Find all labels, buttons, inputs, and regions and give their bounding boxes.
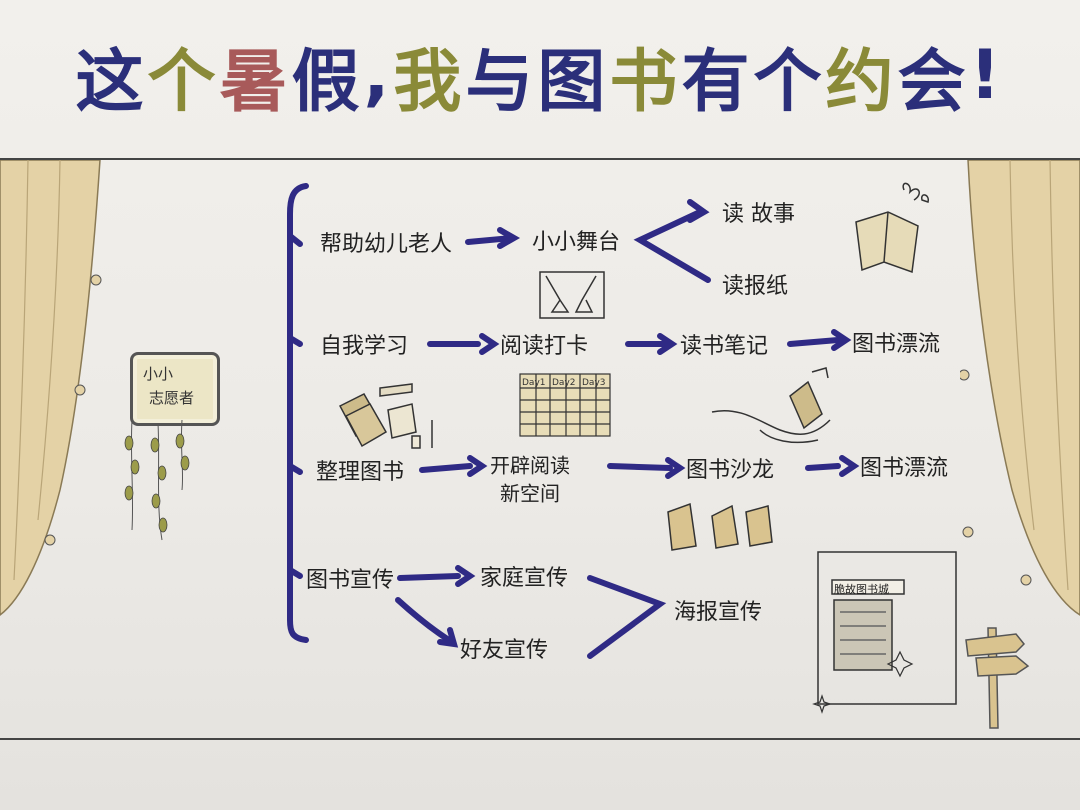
branch-book-promotion: 图书宣传 — [306, 568, 395, 593]
title-char: 书 — [609, 42, 682, 122]
checkin-grid-header: Day3 — [582, 378, 606, 388]
node-new-reading-space-line1: 开辟阅读 — [490, 453, 570, 478]
node-friend-promotion: 好友宣传 — [460, 638, 549, 663]
node-reading-checkin: 阅读打卡 — [500, 334, 589, 359]
right-curtain — [960, 160, 1080, 616]
title-char: 个 — [147, 42, 220, 122]
branch-organize-books: 整理图书 — [316, 460, 405, 485]
checkin-grid-header: Day1 — [522, 378, 546, 388]
checkin-grid-header: Day2 — [552, 378, 576, 388]
title-char: 有 — [681, 42, 754, 122]
node-little-stage: 小小舞台 — [532, 230, 621, 255]
node-read-stories: 读 故事 — [722, 202, 795, 227]
title-char: 暑 — [219, 42, 292, 122]
poster-label: 脆故图书城 — [834, 583, 889, 596]
node-book-drift-1: 图书漂流 — [852, 332, 941, 357]
title-char: 这 — [75, 42, 148, 122]
title-char: 与 — [465, 42, 538, 122]
title-char: 我 — [393, 42, 466, 122]
title-char: , — [363, 35, 394, 115]
title-char: 约 — [825, 42, 898, 122]
title-char: 个 — [753, 42, 826, 122]
poster-title: 这个暑假,我与图书有个约会! — [60, 20, 1020, 130]
left-curtain — [0, 160, 102, 616]
vine-decoration — [124, 419, 190, 541]
volunteer-sign: 小小 志愿者 — [130, 352, 220, 426]
stage-frame — [0, 158, 1080, 740]
title-char: 会 — [897, 42, 970, 122]
title-char: ! — [969, 35, 1005, 115]
node-reading-notes: 读书笔记 — [680, 334, 769, 359]
node-book-salon: 图书沙龙 — [686, 458, 775, 483]
node-new-reading-space-line2: 新空间 — [500, 481, 560, 506]
title-char: 假 — [291, 42, 364, 122]
branch-self-study: 自我学习 — [320, 334, 409, 359]
node-book-drift-2: 图书漂流 — [860, 456, 949, 481]
title-char: 图 — [537, 42, 610, 122]
node-poster-promotion: 海报宣传 — [674, 600, 763, 625]
branch-help-elderly-children: 帮助幼儿老人 — [320, 232, 453, 257]
node-family-promotion: 家庭宣传 — [480, 566, 569, 591]
sign-line-1: 小小 — [143, 365, 174, 383]
sign-line-2: 志愿者 — [149, 389, 195, 407]
node-read-newspaper: 读报纸 — [722, 274, 789, 299]
